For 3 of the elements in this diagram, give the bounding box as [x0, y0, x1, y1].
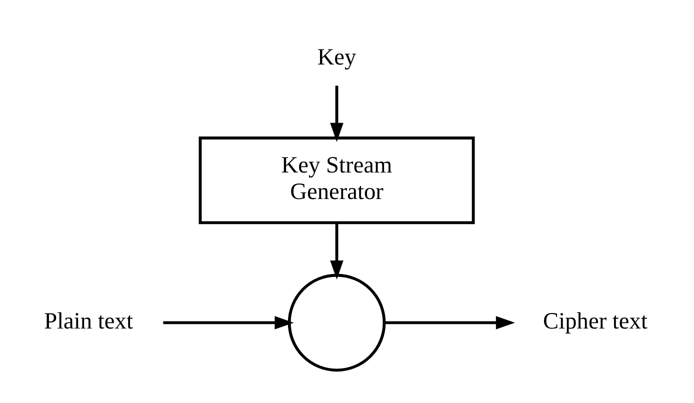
node-text: Key: [317, 44, 356, 71]
node-text: Cipher text: [543, 308, 648, 334]
node-text: Plain text: [44, 308, 133, 334]
